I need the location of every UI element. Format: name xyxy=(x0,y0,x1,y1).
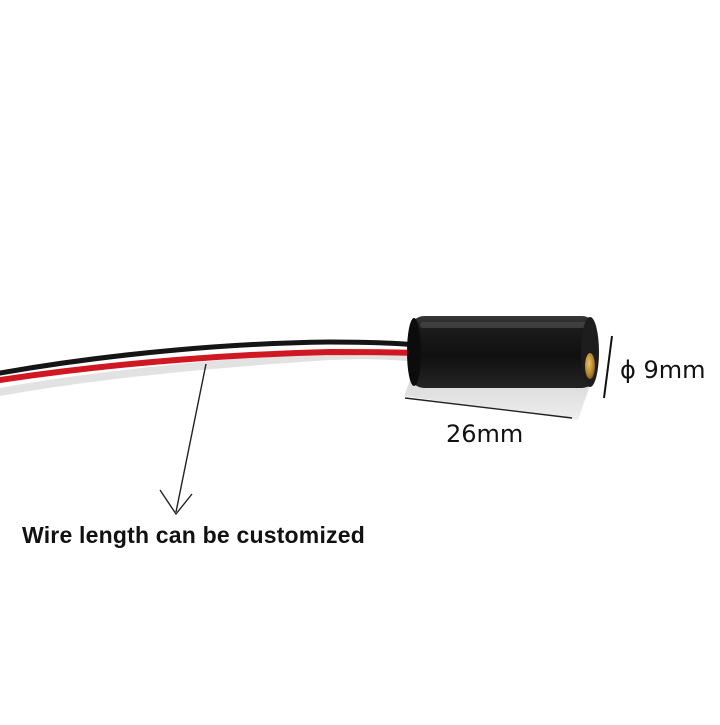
module-rear-cap xyxy=(407,318,421,386)
length-dimension-line xyxy=(404,397,573,419)
module-body xyxy=(410,316,596,388)
wire-length-caption: Wire length can be customized xyxy=(22,522,365,548)
wire-shadow xyxy=(0,351,422,396)
module-highlight xyxy=(420,322,590,328)
diameter-dimension-line xyxy=(603,335,613,399)
length-dimension-label: 26mm xyxy=(446,420,524,448)
pointer-arrow-icon xyxy=(159,363,207,516)
laser-module-icon xyxy=(407,316,599,388)
black-wire xyxy=(0,339,421,376)
brass-lens-icon xyxy=(585,353,595,379)
red-wire xyxy=(0,348,421,383)
diameter-dimension-label: ϕ 9mm xyxy=(620,356,706,384)
